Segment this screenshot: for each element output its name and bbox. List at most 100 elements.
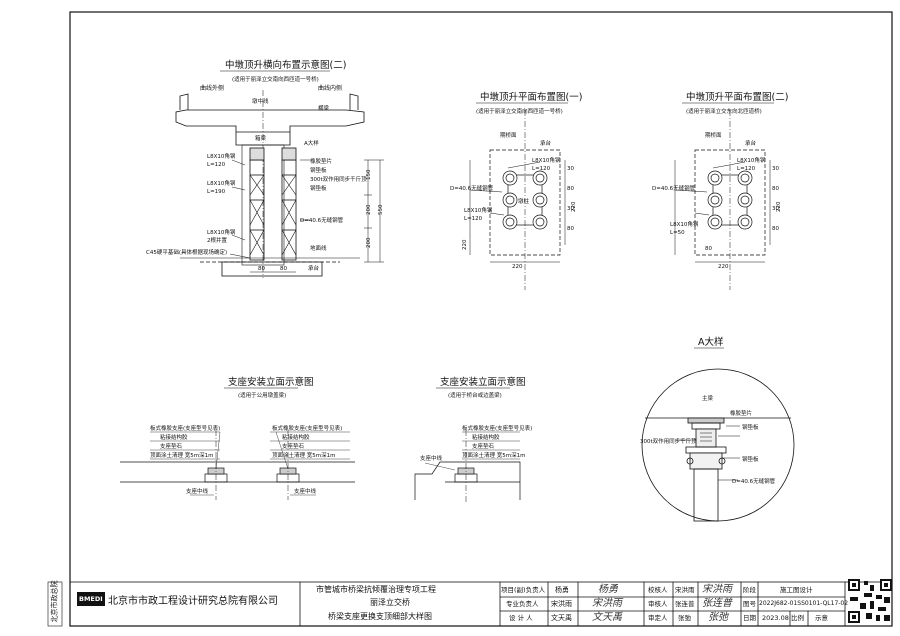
name-approver: 张弛 — [678, 614, 691, 622]
logo-mark — [77, 592, 105, 606]
label-steel-plate-2: 钢垫板 — [310, 184, 327, 192]
label-angle-3-len: 2根并置 — [207, 236, 227, 244]
plan1-pipe: D=40.6无缝钢管 — [450, 184, 494, 192]
plan1-dim-30b: 30 — [567, 206, 574, 212]
qr-code-icon — [848, 579, 892, 623]
role-reviewer: 审核人 — [648, 600, 668, 608]
field-scale: 比例 — [791, 614, 804, 622]
elev2-center: 支座中线 — [420, 454, 443, 462]
elev2-a2: 粘接结构胶 — [472, 433, 500, 441]
elev1-a1: 板式橡胶支座(支座型号见表) — [150, 424, 220, 432]
dim-80b: 80 — [280, 266, 287, 272]
plan2-subtitle: (适用于丽泽立交东向北匝道桥) — [686, 107, 762, 115]
elev1-b1: 板式橡胶支座(支座型号见表) — [272, 424, 342, 432]
role-discipline-lead: 专业负责人 — [506, 600, 539, 608]
elev2-a1: 板式橡胶支座(支座型号见表) — [462, 424, 532, 432]
elevation-title: 中墩顶升横向布置示意图(二) — [225, 59, 346, 71]
signature-reviewer: 张连普 — [702, 598, 732, 609]
project-name: 市管城市桥梁抗倾覆治理专项工程 — [316, 585, 436, 594]
role-approver: 审定人 — [648, 614, 668, 622]
a-detail-drawing — [641, 368, 795, 522]
plan2-pipes — [707, 170, 753, 230]
label-foundation: C45硬平基础(具体根据现场确定) — [146, 248, 227, 256]
plan2-dim-220a: 220 — [718, 264, 729, 270]
field-date: 日期 — [743, 614, 756, 622]
signature-designer: 文天禹 — [592, 612, 622, 623]
elev2-a4: 顶面涂土清理 宽5m深1m — [462, 451, 525, 459]
plan2-angle-top: L8X10角钢 — [737, 156, 766, 164]
a-detail-beam: 主梁 — [702, 394, 714, 402]
pile-cap — [221, 261, 323, 277]
pier-column — [241, 144, 285, 266]
plan-1-drawing — [469, 110, 566, 290]
plan1-pier-label: 墩柱 — [518, 197, 530, 205]
role-designer: 设 计 人 — [509, 614, 533, 622]
plan1-angle-top-len: L=120 — [532, 166, 551, 172]
elev1-b4: 顶面涂土清理 宽5m深1m — [272, 451, 335, 459]
name-project-lead: 杨勇 — [555, 586, 569, 594]
elev1-a2: 粘接结构胶 — [160, 433, 188, 441]
plan1-dim-30a: 30 — [567, 166, 574, 172]
elevation-subtitle: (适用于丽泽立交南向西匝道一号桥) — [232, 75, 319, 83]
plan1-dim-80a: 80 — [567, 186, 574, 192]
elev1-a4: 顶面涂土清理 宽5m深1m — [150, 451, 213, 459]
label-rubber-pad: 橡胶垫片 — [310, 157, 332, 165]
label-angle-2: L8X10角钢 — [207, 179, 236, 187]
plan1-subtitle: (适用于丽泽立交南向西匝道一号桥) — [476, 107, 563, 115]
signature-discipline-lead: 宋洪雨 — [592, 598, 622, 609]
a-detail-jack — [695, 428, 717, 448]
plan2-title: 中墩顶升平面布置图(二) — [686, 91, 788, 103]
plan1-cap-label: 承台 — [540, 139, 552, 147]
a-detail-pipe — [693, 468, 719, 522]
barrier-left — [179, 93, 189, 110]
plan2-dim-30a: 30 — [772, 166, 779, 172]
bearing-elevation-1 — [120, 430, 355, 500]
plan1-dim-80b: 80 — [567, 226, 574, 232]
label-jack: 300t双作用同步千斤顶 — [310, 175, 367, 183]
elev1-center-1: 支座中线 — [186, 487, 209, 495]
org-name: 北京市市政工程设计研究总院有限公司 — [108, 596, 278, 607]
a-detail-title: A大样 — [698, 336, 724, 348]
role-project-lead: 项目(副)负责人 — [501, 586, 546, 594]
a-detail-jack-label: 300t双作用同步千斤顶 — [640, 437, 697, 445]
plan1-title: 中墩顶升平面布置图(一) — [480, 91, 582, 103]
plan2-angle-bot: L8X10角钢 — [670, 220, 699, 228]
value-scale: 示意 — [815, 614, 828, 622]
plan1-dim-220a: 220 — [512, 264, 523, 270]
margin-stamp-box — [47, 581, 63, 627]
plan2-cap-label: 承台 — [745, 139, 757, 147]
field-stage: 阶段 — [743, 586, 756, 594]
label-cap: 承台 — [308, 264, 320, 272]
elev1-b3: 支座垫石 — [282, 442, 305, 450]
plan1-dim-220b: 220 — [571, 201, 577, 212]
plan1-pipes — [502, 170, 548, 230]
elev2-a3: 支座垫石 — [472, 442, 495, 450]
logo-text: BMEDI — [79, 595, 103, 603]
bearing-elevation-2 — [414, 430, 521, 502]
elev1-b2: 粘接结构胶 — [282, 433, 310, 441]
bridge-name: 丽泽立交桥 — [370, 598, 410, 607]
signature-checker: 宋洪雨 — [702, 584, 732, 595]
barrier-right — [349, 93, 359, 110]
bearing-elev-1-subtitle: (适用于公用墩盖梁) — [238, 391, 286, 399]
value-drawing-no: 2022J682-01SS0101-QL17-02 — [759, 600, 849, 607]
dim-80a: 80 — [258, 266, 265, 272]
a-detail-pipe-label: D=40.6无缝钢管 — [732, 477, 776, 485]
plan1-angle-bot: L8X10角钢 — [464, 206, 493, 214]
plan2-dim-80c: 80 — [705, 246, 712, 252]
dim-150: 150 — [366, 169, 372, 180]
label-curve-inner: 曲线内侧 — [318, 84, 342, 92]
plan1-bearing: 期桥面 — [500, 131, 517, 139]
label-box-beam: 箱梁 — [255, 134, 267, 142]
dim-200a: 200 — [366, 204, 372, 215]
elev1-center-2: 支座中线 — [294, 487, 317, 495]
plan2-pipe: D=40.6无缝钢管 — [652, 184, 696, 192]
label-angle-1: L8X10角钢 — [207, 152, 236, 160]
label-cross-beam: 横梁 — [318, 104, 330, 112]
elev1-a3: 支座垫石 — [160, 442, 183, 450]
a-detail-plate2: 钢垫板 — [742, 455, 759, 463]
label-pipe: D=40.6无缝钢管 — [300, 216, 344, 224]
title-block-grid — [69, 581, 893, 627]
plan2-angle-bot-len: L=50 — [670, 230, 685, 236]
bearing-elev-2-subtitle: (适用于桥台或边盖梁) — [448, 391, 502, 399]
